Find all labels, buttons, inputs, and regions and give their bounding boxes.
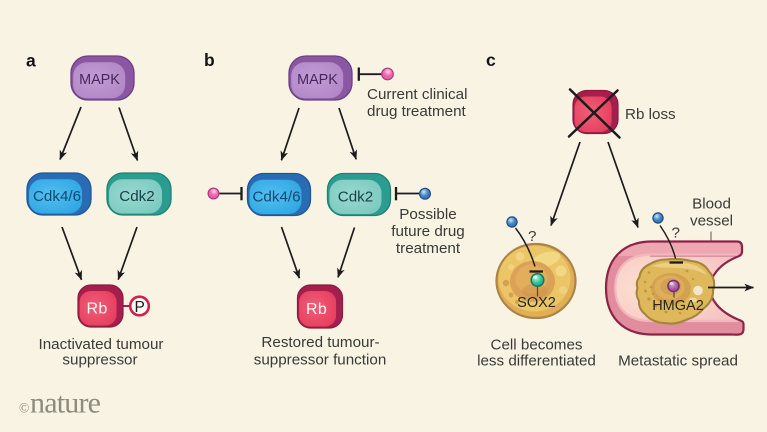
svg-text:Current clinical: Current clinical [367,86,467,103]
svg-text:Rb loss: Rb loss [625,106,676,123]
svg-text:P: P [135,299,145,316]
svg-text:suppressor: suppressor [62,351,137,368]
svg-text:Inactivated tumour: Inactivated tumour [39,336,164,353]
svg-text:Rb: Rb [306,301,327,318]
svg-text:SOX2: SOX2 [517,295,556,311]
svg-text:Cell becomes: Cell becomes [490,337,582,354]
svg-text:Cdk4/6: Cdk4/6 [33,188,81,205]
svg-text:vessel: vessel [690,213,733,230]
svg-text:b: b [204,50,215,70]
svg-text:c: c [486,50,496,70]
svg-text:?: ? [672,225,680,242]
svg-text:treatment: treatment [396,240,461,257]
svg-text:Possible: Possible [399,206,456,223]
svg-text:less differentiated: less differentiated [477,353,596,370]
svg-text:nature: nature [30,387,101,420]
svg-text:?: ? [528,228,536,245]
svg-text:Cdk2: Cdk2 [119,188,154,205]
svg-text:drug treatment: drug treatment [367,103,467,120]
svg-text:Metastatic spread: Metastatic spread [618,353,738,370]
svg-text:Cdk2: Cdk2 [338,189,373,206]
svg-text:©: © [19,401,29,416]
svg-text:HMGA2: HMGA2 [652,298,704,314]
svg-text:Restored tumour-: Restored tumour- [261,334,379,351]
svg-text:MAPK: MAPK [79,72,120,88]
svg-text:future drug: future drug [391,223,464,240]
svg-text:Cdk4/6: Cdk4/6 [252,189,300,206]
svg-text:Rb: Rb [86,301,107,318]
svg-text:Blood: Blood [692,196,731,213]
svg-text:a: a [26,50,36,70]
svg-text:suppressor function: suppressor function [254,352,387,369]
svg-text:MAPK: MAPK [297,72,338,88]
